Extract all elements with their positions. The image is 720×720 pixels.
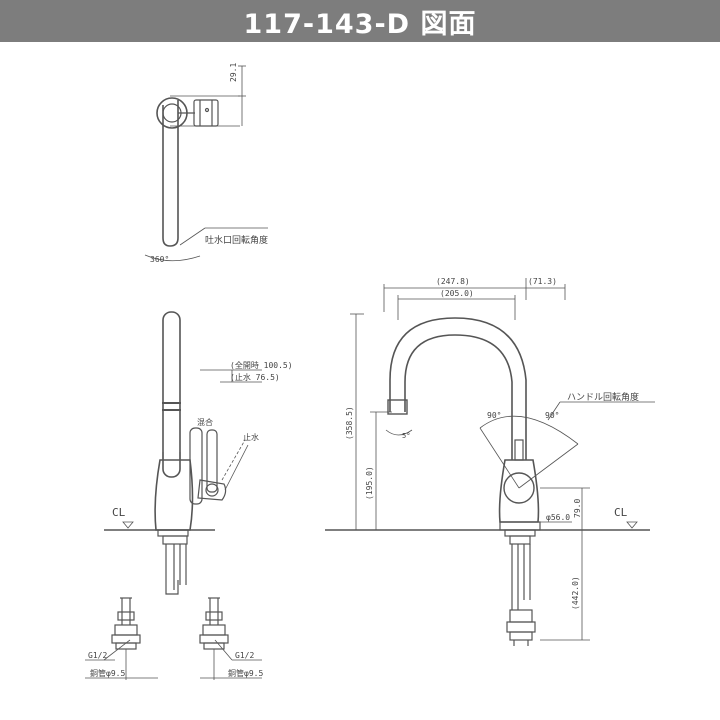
reach-inner-dim: (205.0) — [440, 289, 474, 298]
left-thread-label: G1/2 — [88, 651, 107, 660]
front-cl-label: CL — [614, 506, 628, 519]
svg-text:5°: 5° — [402, 432, 410, 440]
angle-right: 90° — [545, 411, 559, 420]
supply-pipes: G1/2 銅管φ9.5 G1/2 銅管φ9.5 — [85, 597, 263, 680]
reach-dim: (247.8) — [436, 277, 470, 286]
right-thread-label: G1/2 — [235, 651, 254, 660]
page-title: 117-143-D 図面 — [243, 8, 477, 40]
base-width-dim: φ56.0 — [546, 513, 570, 522]
below-length-dim: (442.0) — [571, 576, 580, 610]
offset-dim: (71.3) — [528, 277, 557, 286]
handle-closed-label: (止水 76.5) — [230, 372, 280, 382]
side-small-label-1: 混合 — [197, 417, 213, 427]
top-view: 29.1 吐水口回転角度 360° — [144, 63, 268, 264]
side-small-label-2: 止水 — [243, 432, 259, 442]
front-view: (247.8) (205.0) (71.3) (358.5) (195.0) 5… — [325, 277, 655, 646]
spout-rotation-value: 360° — [150, 255, 169, 264]
top-dim-label: 29.1 — [229, 63, 238, 82]
height-dim: (358.5) — [345, 406, 354, 440]
right-pipe-label: 銅管φ9.5 — [228, 668, 263, 678]
side-cl-label: CL — [112, 506, 126, 519]
angle-left: 90° — [487, 411, 501, 420]
left-pipe-label: 銅管φ9.5 — [90, 668, 125, 678]
base-height-dim: 79.0 — [573, 499, 582, 518]
page-header: 117-143-D 図面 — [0, 0, 720, 42]
spout-height-dim: (195.0) — [365, 466, 374, 500]
side-view: (全開時 100.5) (止水 76.5) 混合 止水 CL — [104, 311, 293, 595]
spout-rotation-label: 吐水口回転角度 — [205, 234, 268, 246]
handle-rotation-label: ハンドル回転角度 — [567, 391, 639, 403]
handle-open-label: (全開時 100.5) — [230, 360, 293, 370]
technical-drawing: 29.1 吐水口回転角度 360° (全開時 100.5) (止水 76.5) … — [85, 63, 655, 680]
